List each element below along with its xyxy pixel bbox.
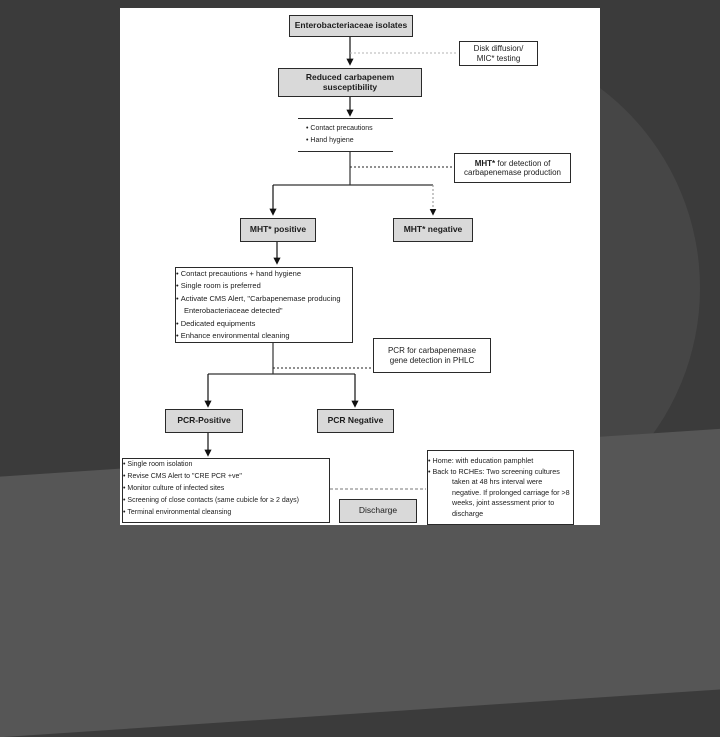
- bullet-item: Contact precautions + hand hygiene: [176, 268, 352, 280]
- node-enterobacteriaceae-isolates: Enterobacteriaceae isolates: [289, 15, 413, 37]
- note-line: PCR for carbapenemase: [387, 346, 477, 356]
- note-line: Disk diffusion/: [473, 44, 524, 54]
- note-pcr-test: PCR for carbapenemase gene detection in …: [373, 338, 491, 373]
- node-pcr-negative: PCR Negative: [317, 409, 394, 433]
- note-line: MHT* for detection of: [475, 159, 551, 168]
- node-basic-precautions: Contact precautions Hand hygiene: [298, 118, 393, 152]
- node-label: MHT* positive: [249, 224, 307, 235]
- bullet-item: Screening of close contacts (same cubicl…: [123, 495, 299, 507]
- note-line: gene detection in PHLC: [389, 355, 475, 365]
- bullet-item: Terminal environmental cleansing: [123, 507, 299, 519]
- node-line: Reduced carbapenem: [305, 71, 395, 82]
- node-pcr-positive: PCR-Positive: [165, 409, 243, 433]
- note-line: carbapenemase production: [464, 168, 561, 177]
- bullet-item: Hand hygiene: [306, 135, 393, 147]
- node-mht-negative: MHT* negative: [393, 218, 473, 242]
- note-mht-detection: MHT* for detection of carbapenemase prod…: [454, 153, 571, 183]
- bullet-item: Activate CMS Alert, "Carbapenemase produ…: [176, 293, 352, 318]
- bullet-item: Home: with education pamphlet: [428, 456, 573, 467]
- node-mht-positive: MHT* positive: [240, 218, 316, 242]
- bullet-item: Dedicated equipments: [176, 318, 352, 330]
- bullet-item: Back to RCHEs: Two screening cultures ta…: [428, 467, 573, 520]
- box-discharge-options: Home: with education pamphlet Back to RC…: [427, 450, 574, 525]
- note-line: MIC* testing: [476, 53, 521, 63]
- note-disk-diffusion: Disk diffusion/ MIC* testing: [459, 41, 538, 66]
- node-reduced-carbapenem-susceptibility: Reduced carbapenem susceptibility: [278, 68, 422, 97]
- bullet-item: Enhance environmental cleaning: [176, 330, 352, 342]
- node-label: MHT* negative: [403, 224, 463, 235]
- bullet-item: Single room isolation: [123, 459, 299, 471]
- bullet-item: Contact precautions: [306, 123, 393, 135]
- bullet-item: Monitor culture of infected sites: [123, 483, 299, 495]
- node-line: susceptibility: [322, 81, 378, 92]
- connector-layer: [204, 37, 458, 490]
- flowchart-slide-panel: Enterobacteriaceae isolates Disk diffusi…: [120, 8, 600, 525]
- node-label: PCR Negative: [327, 415, 384, 426]
- bullet-item: Single room is preferred: [176, 280, 352, 292]
- node-label: PCR-Positive: [177, 415, 231, 426]
- box-pcr-positive-actions: Single room isolation Revise CMS Alert t…: [122, 458, 330, 523]
- node-label: Enterobacteriaceae isolates: [294, 20, 408, 31]
- box-mht-positive-actions: Contact precautions + hand hygiene Singl…: [175, 267, 353, 343]
- node-label: Discharge: [358, 505, 398, 516]
- node-discharge: Discharge: [339, 499, 417, 523]
- note-rest: for detection of: [495, 158, 551, 168]
- bullet-item: Revise CMS Alert to "CRE PCR +ve": [123, 471, 299, 483]
- note-bold: MHT*: [474, 158, 496, 168]
